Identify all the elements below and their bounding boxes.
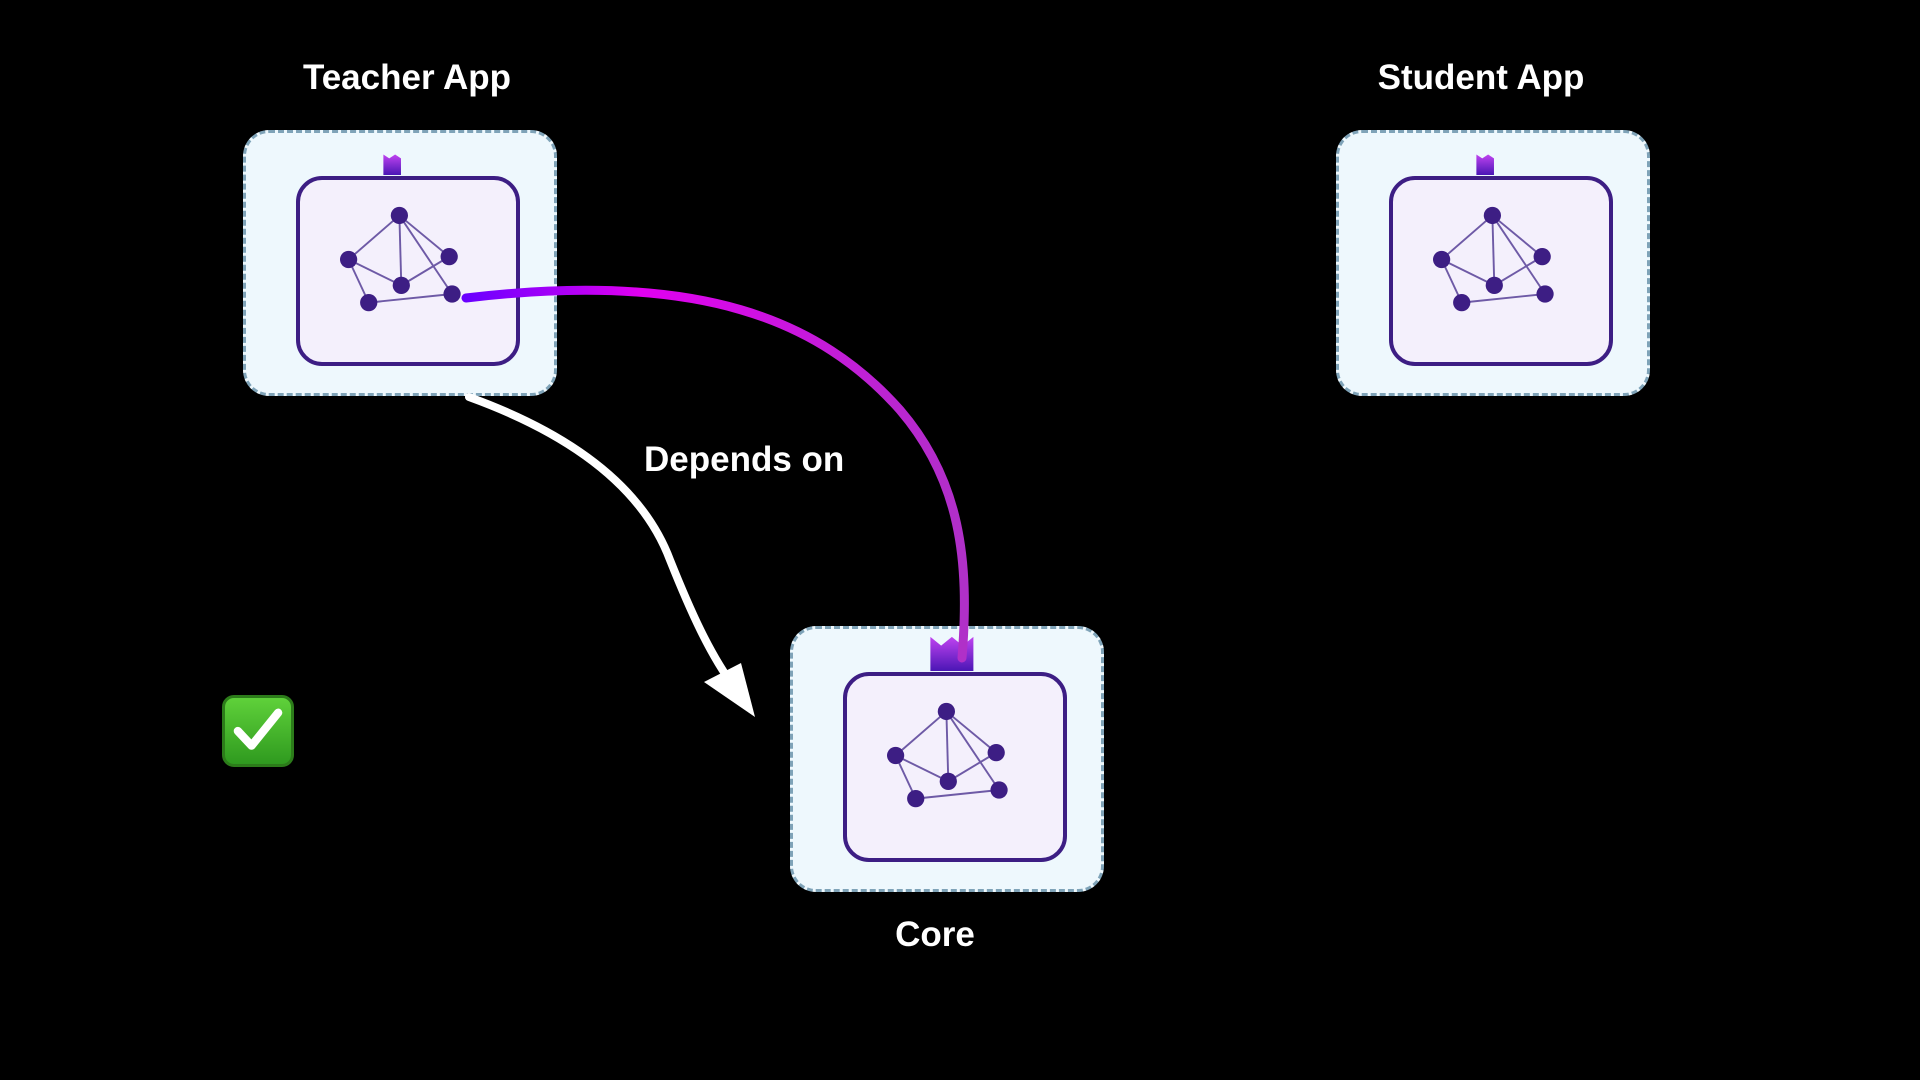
teacher-app-module[interactable] [243,130,557,396]
module-graph-icon [886,702,1008,808]
module-graph-icon [1432,206,1554,312]
student-app-module[interactable] [1336,130,1650,396]
port-icon [1476,154,1494,176]
module-graph-panel [843,672,1067,862]
arrowhead-icon [704,663,755,717]
core-label: Core [895,915,975,954]
check-mark-icon [222,695,294,767]
student-app-label: Student App [1377,58,1585,97]
core-module[interactable] [790,626,1104,892]
depends-on-label: Depends on [644,440,845,479]
port-icon [383,154,401,176]
module-graph-panel [296,176,520,366]
teacher-app-label: Teacher App [302,58,512,97]
module-graph-icon [339,206,461,312]
module-graph-panel [1389,176,1613,366]
